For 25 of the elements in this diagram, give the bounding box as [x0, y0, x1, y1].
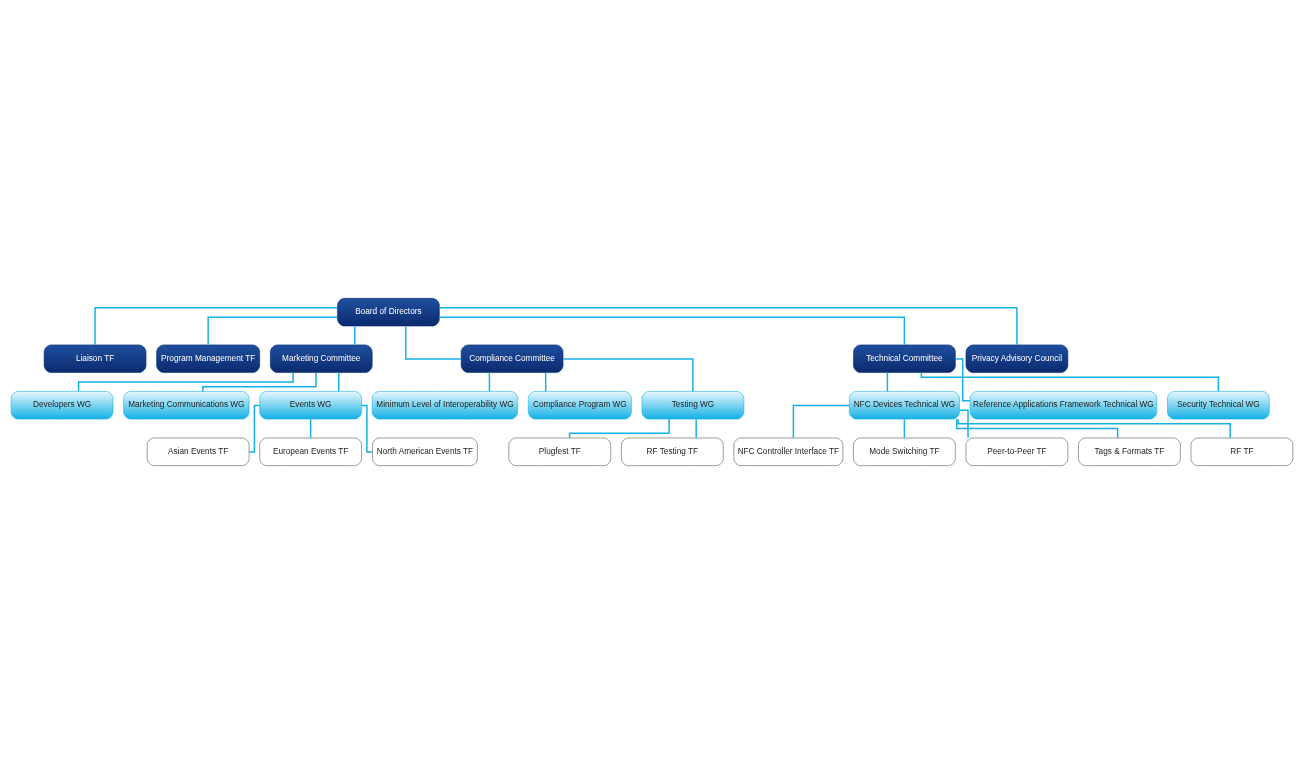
connector: [695, 418, 697, 439]
connector: [886, 371, 889, 392]
connector: [488, 371, 491, 392]
connector: [405, 325, 462, 360]
connector: [956, 418, 1119, 438]
connector: [202, 371, 317, 392]
connector: [958, 409, 969, 438]
connector: [544, 371, 547, 392]
connector: [248, 404, 261, 453]
connector: [792, 404, 850, 439]
connector: [920, 371, 1220, 392]
connector: [309, 418, 312, 439]
connector: [438, 306, 1018, 346]
connector: [77, 371, 294, 392]
connector: [360, 404, 374, 453]
connector: [207, 315, 338, 345]
connector: [562, 357, 694, 392]
connector: [954, 357, 971, 402]
connector: [903, 418, 906, 439]
connector: [957, 417, 1231, 439]
connector: [568, 418, 670, 439]
connector: [94, 306, 339, 346]
connector: [338, 371, 340, 392]
connector: [438, 315, 906, 345]
connector: [354, 324, 356, 345]
